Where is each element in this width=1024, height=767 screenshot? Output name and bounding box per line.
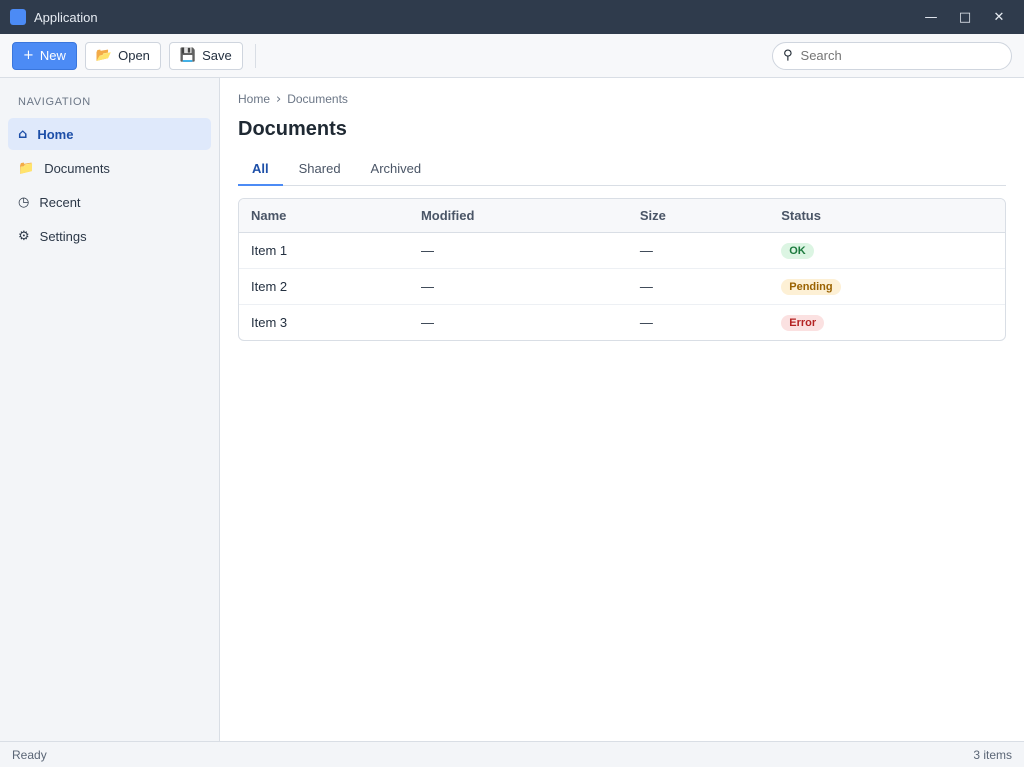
title-bar: Application — □ ✕ — [0, 0, 1024, 34]
search-input[interactable] — [798, 47, 1001, 64]
sidebar-item-label: Documents — [44, 160, 110, 176]
tab-shared[interactable]: Shared — [298, 161, 341, 176]
new-button[interactable]: + New — [12, 41, 77, 70]
status-badge: Pending — [781, 279, 841, 295]
tab-bar: All Shared Archived — [238, 153, 1006, 186]
chevron-right-icon: › — [276, 91, 282, 107]
toolbar-divider — [254, 43, 256, 68]
sidebar-item-label: Settings — [39, 228, 87, 244]
gear-icon: ⚙ — [18, 228, 30, 244]
status-bar: Ready 3 items — [0, 741, 1024, 767]
page-title: Documents — [238, 118, 347, 140]
save-button[interactable]: 💾 Save — [168, 41, 243, 70]
cell-modified: — — [408, 268, 628, 305]
sidebar-item-settings[interactable]: ⚙ Settings — [8, 220, 211, 252]
column-header-size[interactable]: Size — [627, 199, 770, 233]
cell-name: Item 3 — [251, 315, 288, 330]
search-icon: ⚲ — [783, 48, 793, 63]
close-button[interactable]: ✕ — [984, 6, 1014, 28]
table-row[interactable]: Item 3 — — Error — [239, 305, 1005, 341]
sidebar: Navigation ⌂ Home 📁 Documents ◷ Recent ⚙… — [0, 78, 220, 741]
home-icon: ⌂ — [18, 126, 28, 142]
save-icon: 💾 — [179, 48, 197, 63]
window-controls: — □ ✕ — [916, 6, 1014, 28]
maximize-icon: □ — [958, 9, 972, 25]
tab-archived[interactable]: Archived — [370, 161, 422, 176]
folder-open-icon: 📂 — [95, 48, 113, 63]
app-logo-icon — [10, 9, 26, 25]
table-row[interactable]: Item 1 — — OK — [239, 232, 1005, 269]
cell-modified: — — [408, 232, 628, 269]
breadcrumb: Home › Documents — [238, 92, 1006, 106]
cell-size: — — [627, 232, 770, 269]
item-count: 3 items — [973, 747, 1012, 762]
sidebar-heading: Navigation — [18, 96, 91, 108]
open-button-label: Open — [118, 48, 150, 63]
maximize-button[interactable]: □ — [950, 6, 980, 28]
status-badge: OK — [781, 243, 814, 259]
cell-status: Error — [769, 305, 1005, 341]
column-header-status[interactable]: Status — [769, 199, 1005, 233]
items-table: Name Modified Size Status Item 1 — — OK — [238, 198, 1006, 341]
status-badge: Error — [781, 315, 825, 331]
breadcrumb-item[interactable]: Home — [238, 92, 271, 106]
cell-name: Item 2 — [239, 268, 409, 305]
new-button-label: New — [39, 48, 66, 63]
content-area: Navigation ⌂ Home 📁 Documents ◷ Recent ⚙… — [0, 78, 1024, 741]
cell-name: Item 1 — [239, 232, 409, 269]
sidebar-item-label: Home — [37, 126, 74, 142]
folder-icon: 📁 — [18, 160, 35, 176]
minimize-button[interactable]: — — [916, 6, 946, 28]
breadcrumb-item[interactable]: Documents — [287, 92, 348, 106]
table-header-row: Name Modified Size Status — [239, 199, 1005, 233]
sidebar-item-documents[interactable]: 📁 Documents — [8, 152, 211, 184]
status-text: Ready — [12, 747, 47, 762]
main-panel: Home › Documents Documents All Shared Ar… — [220, 78, 1024, 741]
minimize-icon: — — [924, 9, 938, 25]
clock-icon: ◷ — [18, 194, 30, 210]
cell-size: — — [627, 268, 770, 305]
tab-all[interactable]: All — [238, 153, 283, 186]
sidebar-item-label: Recent — [39, 194, 81, 210]
cell-size: — — [639, 315, 653, 330]
save-button-label: Save — [202, 48, 232, 63]
sidebar-item-home[interactable]: ⌂ Home — [8, 118, 211, 150]
cell-status: OK — [769, 232, 1005, 269]
toolbar: + New 📂 Open 💾 Save ⚲ — [0, 34, 1024, 78]
search-box[interactable]: ⚲ — [772, 41, 1012, 70]
table-row[interactable]: Item 2 — — Pending — [239, 268, 1005, 305]
window-title: Application — [34, 9, 98, 25]
open-button[interactable]: 📂 Open — [84, 41, 161, 70]
column-header-name[interactable]: Name — [239, 199, 409, 233]
cell-modified: — — [420, 315, 434, 330]
column-header-modified[interactable]: Modified — [408, 199, 628, 233]
sidebar-item-recent[interactable]: ◷ Recent — [8, 186, 211, 218]
plus-icon: + — [23, 48, 34, 63]
cell-status: Pending — [769, 268, 1005, 305]
close-icon: ✕ — [993, 9, 1005, 25]
